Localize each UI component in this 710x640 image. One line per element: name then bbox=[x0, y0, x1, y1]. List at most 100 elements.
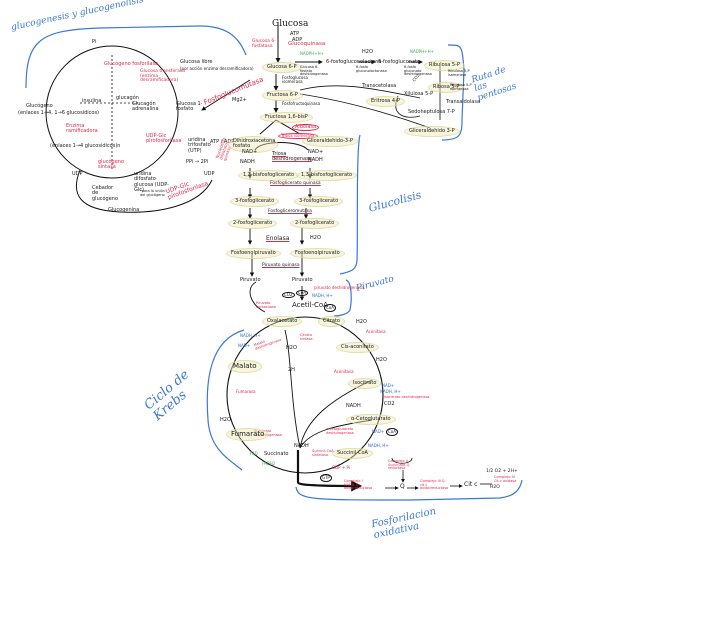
enzyme-glucogeno-fosforilasa: Glucógeno fosforilasa bbox=[104, 61, 159, 67]
node-q: Q bbox=[400, 483, 405, 490]
label-nad-left: NAD+ bbox=[242, 149, 258, 155]
label-glucosa-libre: Glucosa libre bbox=[180, 59, 213, 65]
label-atp: ATP bbox=[290, 31, 300, 37]
node-glucosa: Glucosa bbox=[272, 19, 309, 29]
enzyme-fumarasa: Fumarasa bbox=[236, 389, 256, 394]
enzyme-aconitasa: Aconitasa bbox=[366, 329, 386, 334]
node-glucosa-6p: Glucosa 6-P bbox=[262, 62, 302, 74]
node-succinil-coa: Succinil-CoA bbox=[332, 448, 373, 460]
enzyme-lactonasa: 6-fosfo gluconolactonasa bbox=[356, 65, 387, 73]
enzyme-fosfoglucosa-isomerasa: Fosfoglucosa isomerasa bbox=[282, 75, 308, 85]
label-coa-released: CoA bbox=[324, 304, 336, 313]
node-glucogenina: Glucogenina bbox=[108, 207, 140, 213]
label-ppi: PPi → 2Pi bbox=[186, 159, 209, 165]
node-succinato: Succinato bbox=[264, 451, 289, 457]
enzyme-glucoquinasa: Glucoquinasa bbox=[288, 41, 326, 47]
label-h2o-pentose: H2O bbox=[362, 49, 373, 55]
node-glucogeno: Glucógeno bbox=[26, 103, 53, 109]
enzyme-g6p-dh: Glucosa 6-fosfato deshidrogenasa bbox=[300, 65, 328, 77]
node-utp: uridina trifosfato (UTP) bbox=[188, 137, 211, 154]
label-fad: FAD bbox=[250, 451, 258, 456]
label-nadph-2: NADPH+H+ bbox=[410, 49, 434, 54]
enzyme-complejo-3: Complejo III Q-cit c oxidorreductasa bbox=[420, 479, 449, 491]
label-nadh-pyr: NADH, H+ bbox=[312, 293, 333, 298]
label-nadh-iso: NADH, H+ bbox=[380, 389, 401, 394]
enzyme-glucogeno-sintasa: glucógeno sintasa bbox=[98, 159, 125, 171]
enzyme-glucosa-6-fosfatasa: Glucosa 6-fosfatasa bbox=[252, 39, 276, 49]
label-glucogeno-enlaces: (enlaces 1→4, 1→6 glucosidicos) bbox=[18, 110, 100, 116]
label-gtp: GTP bbox=[320, 474, 332, 483]
label-nad-iso: NAD+ bbox=[382, 383, 395, 388]
label-nadh-flow-1: NADH bbox=[346, 403, 361, 409]
node-2pg-right: 2-fosfoglicerato bbox=[290, 218, 340, 230]
enzyme-aldolasa: Aldolasa bbox=[292, 124, 320, 132]
node-glucosa-1p: Glucosa 1-fosfato bbox=[176, 101, 203, 113]
enzyme-enolasa: Enolasa bbox=[266, 235, 290, 242]
enzyme-piruvato-dh: piruvato deshidrogenasa bbox=[314, 285, 364, 290]
node-eritrosa-4p: Eritrosa 4-P bbox=[366, 96, 405, 108]
label-coa-akg: CoA bbox=[386, 428, 398, 437]
node-alfa-cetoglutarato: α-Cetoglutarato bbox=[346, 414, 396, 426]
label-udp-left: UDP bbox=[72, 171, 83, 177]
enzyme-gluconato-dh: 6-fosfo gluconato deshidrogenasa bbox=[404, 65, 432, 77]
label-o2: 1/2 O2 + 2H+ bbox=[486, 469, 518, 474]
label-h2o: H2O bbox=[310, 235, 321, 241]
label-h2o-oxphos: H2O bbox=[490, 485, 500, 490]
label-2h: 2H bbox=[288, 367, 295, 373]
node-piruvato-right: Piruvato bbox=[292, 277, 313, 283]
label-glucagon: glucagón bbox=[116, 95, 139, 101]
enzyme-isocitrato-dh: Isocitrato deshidrogenasa bbox=[384, 395, 430, 399]
node-oxalacetato: Oxalacetato bbox=[262, 316, 303, 328]
node-fosfogluconato: 6-fosfogluconato bbox=[378, 59, 421, 65]
label-nadh-center: NADH bbox=[294, 443, 309, 449]
enzyme-citrato-sintasa: Citrato sintasa bbox=[300, 333, 313, 341]
label-pi: Pi bbox=[92, 39, 97, 45]
enzyme-ribulosa-isomerasa: Ribulosa 5-P isomerasa bbox=[448, 69, 470, 77]
node-piruvato-left: Piruvato bbox=[240, 277, 261, 283]
label-udp: UDP bbox=[204, 171, 215, 177]
enzyme-complejo-4: Complejo IV Cit c oxidasa bbox=[494, 475, 517, 483]
label-enlaces-1-4: (enlaces 1→4 glucosidicos)n bbox=[50, 143, 121, 149]
label-fadh2: FADH2 bbox=[262, 461, 276, 466]
label-coa-pyr: CoA bbox=[296, 290, 308, 297]
node-ribosa-5p: Ribosa 5-P bbox=[428, 82, 465, 94]
node-xilulosa-5p: Xilulosa 5-P bbox=[404, 91, 434, 97]
node-3pg-left: 3-fosfoglicerato bbox=[230, 196, 280, 208]
node-fumarato: Fumarato bbox=[226, 428, 270, 442]
node-malato: Malato bbox=[228, 360, 262, 374]
enzyme-complejo-2: Complejo II Succinato-Q reductasa bbox=[388, 459, 410, 471]
enzyme-complejo-1: Complejo I NADH-Q oxidorreductasa bbox=[344, 479, 373, 491]
enzyme-succinil-sintasa: Succinil-CoA sintetasa bbox=[312, 449, 334, 457]
label-nadh-left: NADH bbox=[240, 159, 255, 165]
node-cebador: Cebador de glucógeno bbox=[92, 185, 119, 202]
enzyme-transcetolasa: Transcetolasa bbox=[362, 83, 397, 89]
label-glucagon-adrenalina: Glucagón adrenalina bbox=[132, 101, 159, 113]
label-glucosa-libre-note: (por acción enzima desramificadora) bbox=[180, 66, 254, 71]
enzyme-fosfogliceromutasa: Fosfogliceromutasa bbox=[268, 209, 312, 214]
node-dhap: Dihidroxiacetona fosfato bbox=[228, 136, 278, 153]
label-nad-right: NAD+ bbox=[308, 149, 324, 155]
label-h2o-fum: H2O bbox=[220, 417, 231, 423]
label-gdp: GDP + Pi bbox=[332, 465, 350, 470]
label-co2-iso: CO2 bbox=[384, 401, 395, 407]
label-nadh-malato: NADH, H+ bbox=[240, 333, 261, 338]
node-2pg-left: 2-fosfoglicerato bbox=[228, 218, 278, 230]
enzyme-fosfoglicerato-quinasa: Fosfoglicerato quinasa bbox=[270, 181, 321, 186]
enzyme-transaldolasa: Transaldolasa bbox=[446, 99, 481, 105]
label-h2o-citrato: H2O bbox=[356, 319, 367, 325]
node-pep-right: Fosfoenolpiruvato bbox=[290, 248, 345, 260]
node-fructosa-6p: Fructosa 6-P bbox=[262, 90, 303, 102]
label-nad-akg: NAD+ bbox=[372, 429, 385, 434]
label-mg: Mg2+ bbox=[232, 97, 247, 103]
enzyme-piruvato-carboxilasa: Piruvato carboxilasa bbox=[256, 301, 276, 309]
label-nadh-right: NADH bbox=[308, 157, 323, 163]
label-nadph-1: NADPH+H+ bbox=[300, 51, 324, 56]
node-udp-glucosa: uridina difosfato glucosa (UDP-Glc) bbox=[134, 171, 169, 193]
label-atp-adp: ATP / ADP bbox=[210, 139, 235, 145]
node-3pg-right: 3-fosfoglicerato bbox=[294, 196, 344, 208]
node-13-bpg-right: 1,3-bisfosfoglicerato bbox=[296, 170, 358, 182]
enzyme-piruvato-quinasa: Piruvato quinasa bbox=[262, 263, 300, 268]
node-fosfogluconolactona: 6-fosfogluconolactona bbox=[326, 59, 382, 65]
